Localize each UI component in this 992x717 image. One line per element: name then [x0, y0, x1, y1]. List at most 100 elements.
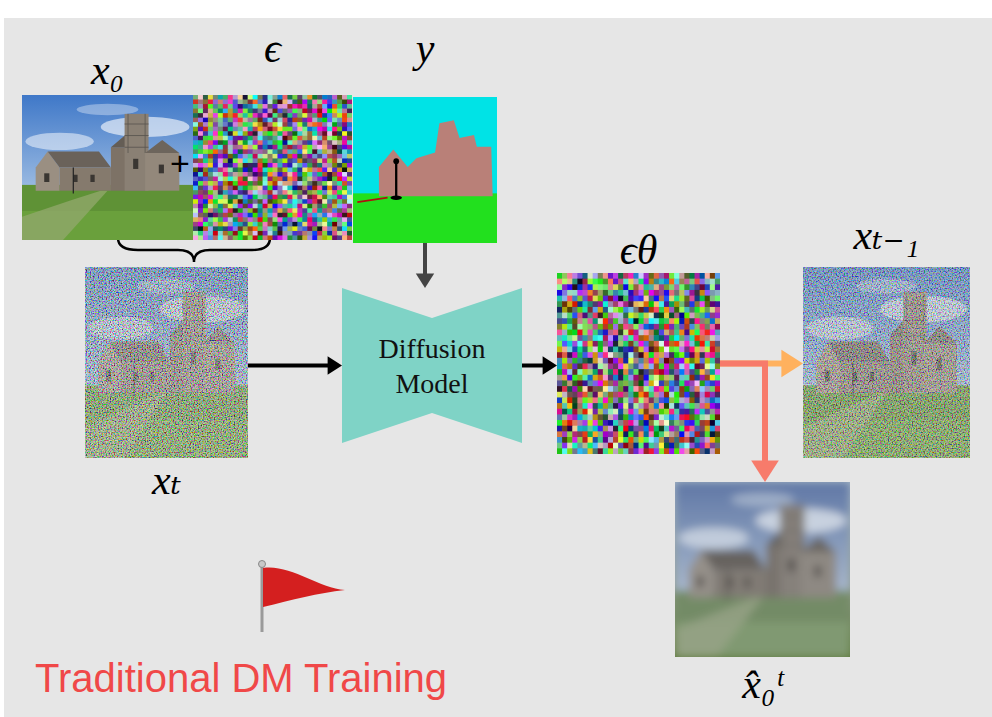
- illustration-part: [332, 177, 338, 182]
- illustration-part: [659, 409, 665, 415]
- illustration-part: [193, 145, 199, 150]
- illustration-part: [623, 352, 629, 358]
- illustration-part: [213, 226, 219, 231]
- illustration-part: [198, 131, 204, 136]
- illustration-part: [253, 113, 259, 118]
- illustration-part: [633, 324, 639, 330]
- illustration-part: [644, 397, 650, 403]
- illustration-part: [705, 273, 711, 279]
- illustration-part: [618, 420, 624, 426]
- illustration-part: [628, 307, 634, 313]
- illustration-part: [243, 136, 249, 141]
- illustration-part: [639, 397, 645, 403]
- illustration-part: [649, 397, 655, 403]
- illustration-part: [674, 335, 680, 341]
- illustration-part: [618, 380, 624, 386]
- illustration-part: [582, 352, 588, 358]
- illustration-part: [208, 158, 214, 163]
- illustration-part: [633, 420, 639, 426]
- illustration-part: [312, 172, 318, 177]
- illustration-part: [342, 204, 348, 209]
- illustration-part: [203, 172, 209, 177]
- illustration-part: [297, 127, 303, 132]
- illustration-part: [582, 364, 588, 370]
- illustration-part: [588, 273, 594, 279]
- illustration-part: [228, 113, 234, 118]
- illustration-part: [342, 122, 348, 127]
- illustration-part: [223, 190, 229, 195]
- illustration-part: [679, 279, 685, 285]
- illustration-part: [213, 131, 219, 136]
- illustration-part: [238, 186, 244, 191]
- illustration-part: [277, 181, 283, 186]
- illustration-part: [347, 127, 352, 132]
- illustration-part: [292, 177, 298, 182]
- illustration-part: [567, 414, 573, 420]
- illustration-part: [307, 231, 313, 236]
- illustration-part: [664, 284, 670, 290]
- illustration-part: [695, 380, 701, 386]
- illustration-part: [203, 190, 209, 195]
- illustration-part: [669, 307, 675, 313]
- illustration-part: [613, 409, 619, 415]
- illustration-part: [327, 195, 333, 200]
- illustration-part: [268, 168, 274, 173]
- illustration-part: [248, 95, 254, 100]
- illustration-part: [588, 290, 594, 296]
- illustration-part: [393, 158, 399, 164]
- illustration-part: [679, 386, 685, 392]
- illustration-part: [593, 352, 599, 358]
- illustration-part: [263, 163, 269, 168]
- illustration-part: [598, 347, 604, 353]
- illustration-part: [307, 186, 313, 191]
- illustration-part: [312, 163, 318, 168]
- illustration-part: [198, 204, 204, 209]
- illustration-part: [228, 122, 234, 127]
- illustration-part: [689, 392, 695, 398]
- illustration-part: [659, 403, 665, 409]
- illustration-part: [664, 324, 670, 330]
- illustration-part: [593, 341, 599, 347]
- illustration-part: [695, 386, 701, 392]
- illustration-part: [218, 213, 224, 218]
- illustration-part: [198, 104, 204, 109]
- illustration-part: [203, 95, 209, 100]
- illustration-part: [233, 235, 239, 240]
- connector: [522, 356, 557, 374]
- illustration-part: [218, 204, 224, 209]
- illustration-part: [238, 122, 244, 127]
- illustration-part: [582, 296, 588, 302]
- illustration-part: [598, 358, 604, 364]
- illustration-part: [263, 190, 269, 195]
- illustration-part: [664, 409, 670, 415]
- illustration-part: [562, 414, 568, 420]
- illustration-part: [644, 347, 650, 353]
- illustration-part: [347, 217, 352, 222]
- illustration-part: [715, 301, 720, 307]
- illustration-part: [282, 158, 288, 163]
- arrow-head: [751, 460, 779, 482]
- illustration-part: [145, 114, 146, 153]
- illustration-part: [567, 301, 573, 307]
- illustration-part: [654, 414, 660, 420]
- illustration-part: [710, 307, 716, 313]
- illustration-part: [282, 177, 288, 182]
- illustration-part: [342, 186, 348, 191]
- illustration-part: [287, 177, 293, 182]
- illustration-part: [233, 190, 239, 195]
- illustration-part: [572, 347, 578, 353]
- illustration-part: [654, 352, 660, 358]
- illustration-part: [684, 307, 690, 313]
- illustration-part: [347, 195, 352, 200]
- illustration-part: [582, 279, 588, 285]
- illustration-part: [618, 375, 624, 381]
- illustration-part: [623, 313, 629, 319]
- illustration-part: [218, 186, 224, 191]
- illustration-part: [664, 341, 670, 347]
- illustration-part: [567, 290, 573, 296]
- illustration-part: [223, 100, 229, 105]
- illustration-part: [628, 386, 634, 392]
- red-flag: [263, 568, 345, 607]
- illustration-part: [258, 186, 264, 191]
- illustration-part: [198, 177, 204, 182]
